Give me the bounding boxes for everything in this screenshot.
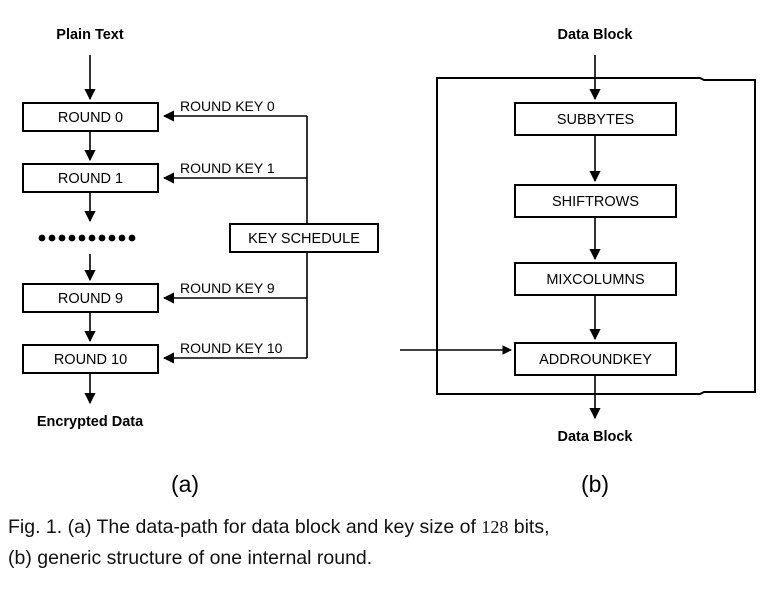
round-9-box[interactable] (22, 283, 159, 313)
key-schedule-box[interactable] (229, 223, 379, 253)
figure-caption: Fig. 1. (a) The data-path for data block… (8, 512, 768, 574)
panel-a-group: Plain Text ROUND 0 ROUND 1 (22, 27, 379, 497)
round-key-0-label: ROUND KEY 0 (180, 98, 275, 114)
addroundkey-label: ADDROUNDKEY (539, 352, 652, 368)
panel-a-output-label: Encrypted Data (37, 414, 144, 430)
round-key-9-label: ROUND KEY 9 (180, 280, 275, 296)
shiftrows-box[interactable] (514, 184, 677, 218)
panel-a-input-label: Plain Text (56, 27, 124, 43)
panel-b-group: Data Block SUBBYTES SHIFTROWS MIXCOLUMNS… (400, 27, 756, 497)
mixcolumns-label: MIXCOLUMNS (546, 272, 644, 288)
shiftrows-label: SHIFTROWS (552, 194, 639, 210)
round-boundary-rect (436, 77, 756, 395)
ellipsis-dots (38, 234, 136, 242)
caption-line-1: Fig. 1. (a) The data-path for data block… (8, 512, 768, 543)
round-9-label: ROUND 9 (58, 291, 123, 307)
round-key-1-label: ROUND KEY 1 (180, 160, 275, 176)
panel-b-input-label: Data Block (558, 27, 634, 43)
key-schedule-label: KEY SCHEDULE (248, 231, 360, 247)
round-10-label: ROUND 10 (54, 352, 127, 368)
round-10-box[interactable] (22, 344, 159, 374)
caption-line1-pre: Fig. 1. (a) The data-path for data block… (8, 516, 482, 538)
panel-b-output-label: Data Block (558, 429, 634, 445)
panel-b-letter: (b) (581, 471, 609, 497)
addroundkey-box[interactable] (514, 342, 677, 376)
caption-line-2: (b) generic structure of one internal ro… (8, 547, 373, 569)
round-1-box[interactable] (22, 163, 159, 193)
subbytes-label: SUBBYTES (557, 112, 634, 128)
round-0-label: ROUND 0 (58, 110, 123, 126)
aes-figure-diagram: Plain Text ROUND 0 ROUND 1 (22, 27, 756, 497)
round-key-10-label: ROUND KEY 10 (180, 340, 283, 356)
caption-key-size-value: 128 (481, 517, 509, 537)
caption-line1-post: bits, (508, 516, 550, 538)
panel-a-letter: (a) (171, 471, 199, 497)
round-1-label: ROUND 1 (58, 171, 123, 187)
